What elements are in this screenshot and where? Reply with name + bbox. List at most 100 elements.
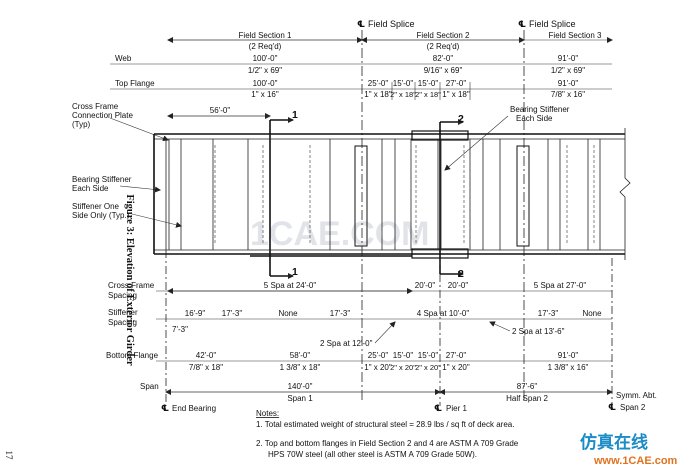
dim-56ft: 56'-0" <box>167 106 271 119</box>
svg-text:25'-0": 25'-0" <box>368 79 389 88</box>
supports: ℄ End Bearing ℄ Pier 1 Symm. Abt. ℄ Span… <box>161 391 657 413</box>
support-span-2: Span 2 <box>620 403 646 412</box>
web-row: Web 100'-0" 1/2" x 69" 82'-0" 9/16" x 69… <box>110 54 612 75</box>
section-2-label-bottom: 2 <box>458 268 464 280</box>
svg-text:5 Spa at 27'-0": 5 Spa at 27'-0" <box>534 281 587 290</box>
svg-text:7/8" x 16": 7/8" x 16" <box>551 90 585 99</box>
svg-text:2" x 18": 2" x 18" <box>390 90 416 99</box>
svg-text:42'-0": 42'-0" <box>196 351 217 360</box>
svg-text:Half Span 2: Half Span 2 <box>506 394 548 403</box>
section-1-name: Field Section 1 <box>239 31 292 40</box>
svg-text:17'-3": 17'-3" <box>222 309 243 318</box>
svg-text:1" x 18": 1" x 18" <box>364 90 392 99</box>
callout-cross-frame-plate: Cross Frame Connection Plate (Typ) <box>72 102 169 142</box>
svg-text:Span 1: Span 1 <box>287 394 313 403</box>
splice-label: Field Splice <box>368 19 415 29</box>
svg-text:1" x 20": 1" x 20" <box>364 363 392 372</box>
svg-text:2" x 20": 2" x 20" <box>415 363 441 372</box>
bottom-flange-row: Bottom Flange 42'-0" 7/8" x 18" 58'-0" 1… <box>106 351 612 372</box>
svg-text:20'-0": 20'-0" <box>415 281 436 290</box>
support-end-bearing: End Bearing <box>172 404 216 413</box>
svg-text:25'-0": 25'-0" <box>368 351 389 360</box>
svg-text:1" x 18": 1" x 18" <box>442 90 470 99</box>
support-pier-1: Pier 1 <box>446 404 467 413</box>
svg-text:Each Side: Each Side <box>516 114 553 123</box>
svg-text:17'-3": 17'-3" <box>538 309 559 318</box>
svg-text:1" x 16": 1" x 16" <box>251 90 279 99</box>
cross-frame-label-2: Spacing <box>108 291 137 300</box>
callout-bearing-stiffener-left: Bearing Stiffener Each Side <box>72 175 161 193</box>
svg-text:Bearing Stiffener: Bearing Stiffener <box>72 175 132 184</box>
svg-text:16'-9": 16'-9" <box>185 309 206 318</box>
svg-text:4 Spa at 10'-0": 4 Spa at 10'-0" <box>417 309 470 318</box>
support-symm: Symm. Abt. <box>616 391 657 400</box>
svg-text:2 Spa at 13'-6": 2 Spa at 13'-6" <box>512 327 565 336</box>
svg-text:1 3/8" x 16": 1 3/8" x 16" <box>548 363 589 372</box>
svg-text:58'-0": 58'-0" <box>290 351 311 360</box>
splice-label: Field Splice <box>529 19 576 29</box>
top-flange-label: Top Flange <box>115 79 155 88</box>
stiffener-label-2: Spacing <box>108 318 137 327</box>
stiffener-label: Stiffener <box>108 308 138 317</box>
top-flange-row: Top Flange 100'-0" 1" x 16" 25'-0" 1" x … <box>110 79 612 100</box>
svg-text:Side Only (Typ.): Side Only (Typ.) <box>72 211 130 220</box>
section-1-label-bottom: 1 <box>292 266 298 278</box>
stiffener-row: Stiffener Spacing 16'-9" 17'-3" None 17'… <box>108 308 612 348</box>
logo-cn-text: 仿真在线 <box>580 432 648 452</box>
svg-text:℄: ℄ <box>434 403 442 413</box>
svg-text:27'-0": 27'-0" <box>446 79 467 88</box>
svg-text:9/16" x 69": 9/16" x 69" <box>424 66 463 75</box>
svg-text:Bearing Stiffener: Bearing Stiffener <box>510 105 570 114</box>
callout-bearing-stiffener-right: Bearing Stiffener Each Side <box>444 105 570 171</box>
svg-text:2" x 18": 2" x 18" <box>415 90 441 99</box>
svg-text:15'-0": 15'-0" <box>393 79 414 88</box>
svg-text:℄: ℄ <box>161 403 169 413</box>
svg-text:91'-0": 91'-0" <box>558 79 579 88</box>
svg-text:100'-0": 100'-0" <box>253 79 278 88</box>
notes-heading: Notes: <box>256 409 279 418</box>
svg-text:91'-0": 91'-0" <box>558 54 579 63</box>
section-2-label-top: 2 <box>458 113 464 125</box>
section-3-name: Field Section 3 <box>549 31 602 40</box>
svg-text:15'-0": 15'-0" <box>393 351 414 360</box>
cross-frame-label: Cross Frame <box>108 281 155 290</box>
note-2-line-1: 2. Top and bottom flanges in Field Secti… <box>256 439 519 448</box>
svg-text:20'-0": 20'-0" <box>448 281 469 290</box>
centerline-symbol: ℄ <box>357 19 365 29</box>
section-2-name: Field Section 2 <box>417 31 470 40</box>
bottom-flange-label: Bottom Flange <box>106 351 159 360</box>
cross-frame-lines <box>214 145 595 244</box>
svg-text:2" x 20": 2" x 20" <box>390 363 416 372</box>
svg-text:None: None <box>582 309 602 318</box>
svg-text:7'-3": 7'-3" <box>172 325 188 334</box>
notes: Notes: 1. Total estimated weight of stru… <box>256 409 519 459</box>
svg-text:7/8" x 18": 7/8" x 18" <box>189 363 223 372</box>
logo-en-text: www.1CAE.com <box>593 455 678 467</box>
site-logo: 仿真在线 www.1CAE.com <box>580 432 678 467</box>
svg-text:(Typ): (Typ) <box>72 120 91 129</box>
svg-text:15'-0": 15'-0" <box>418 79 439 88</box>
watermark: 1CAE.COM <box>250 215 429 253</box>
section-headers: Field Section 1 (2 Req'd) Field Section … <box>167 31 613 51</box>
section-1-label-top: 1 <box>292 109 298 121</box>
splice-marker-1: ℄ Field Splice <box>357 19 415 400</box>
svg-text:1/2" x 69": 1/2" x 69" <box>248 66 282 75</box>
note-2-line-2: HPS 70W steel (all other steel is ASTM A… <box>268 450 477 459</box>
note-1: 1. Total estimated weight of structural … <box>256 420 514 429</box>
section-2-req: (2 Req'd) <box>427 42 460 51</box>
svg-text:Stiffener One: Stiffener One <box>72 202 120 211</box>
girder-elevation <box>153 128 631 260</box>
section-1-req: (2 Req'd) <box>249 42 282 51</box>
span-label: Span <box>140 382 159 391</box>
svg-text:1/2" x 69": 1/2" x 69" <box>551 66 585 75</box>
section-cut-2: 2 2 <box>439 113 464 280</box>
svg-text:100'-0": 100'-0" <box>253 54 278 63</box>
svg-text:℄: ℄ <box>608 402 616 412</box>
svg-text:27'-0": 27'-0" <box>446 351 467 360</box>
svg-text:15'-0": 15'-0" <box>418 351 439 360</box>
cross-frame-row: Cross Frame Spacing 5 Spa at 24'-0" 20'-… <box>108 281 612 300</box>
svg-text:Connection Plate: Connection Plate <box>72 111 133 120</box>
svg-text:1 3/8" x 18": 1 3/8" x 18" <box>280 363 321 372</box>
centerline-symbol: ℄ <box>518 19 526 29</box>
